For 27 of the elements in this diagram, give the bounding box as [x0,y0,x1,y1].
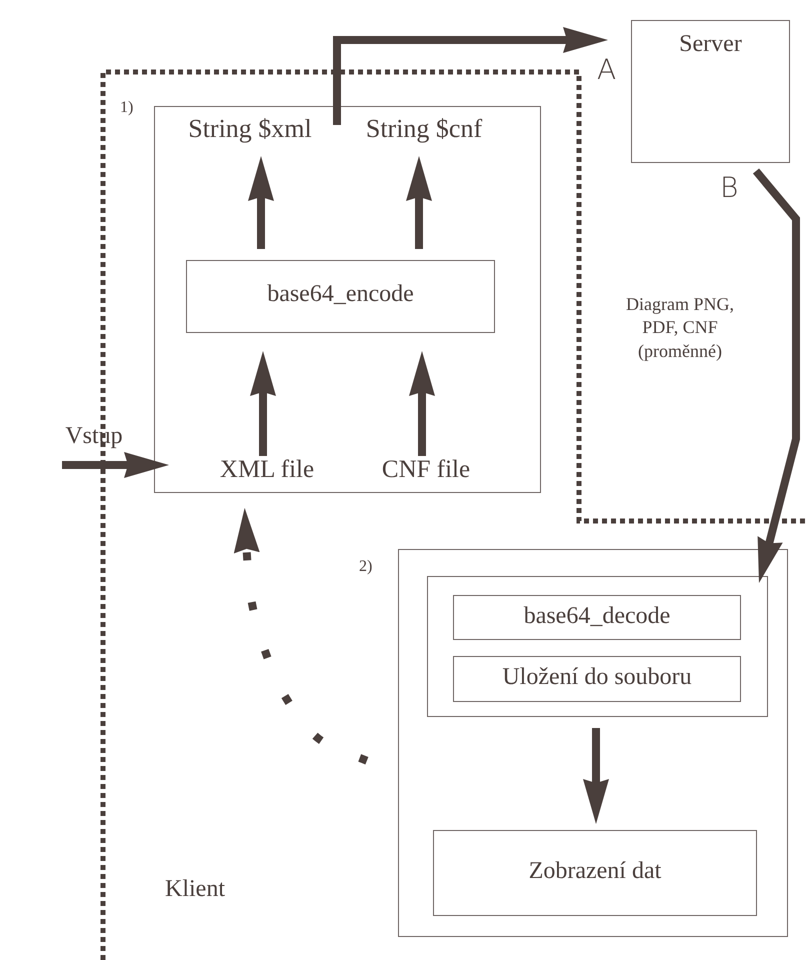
arrow [752,168,800,583]
box-label: Server [678,30,743,58]
arrow [333,27,608,125]
process-box [186,260,495,333]
port-label: B [720,171,738,204]
port-label: A [597,53,616,86]
section-number: 1) [120,99,134,117]
arrow [406,156,432,249]
text-label: CNF file [380,456,472,484]
process-box [453,656,741,702]
arrow [250,351,276,456]
text-label: XML file [218,456,316,484]
arrow [248,156,274,249]
process-box [433,830,757,916]
box-label: Zobrazení dat [528,857,662,885]
group-box [427,576,768,717]
box-label: base64_encode [266,280,415,308]
arrow [62,452,169,478]
section-number: 2) [359,558,372,576]
arrow [409,351,435,456]
arrow [583,728,609,824]
text-label: String $xml [187,114,313,144]
text-label: String $cnf [364,114,484,144]
box-label: Uložení do souboru [501,663,693,691]
process-box [453,595,741,640]
region-label: Klient [165,876,225,903]
box-label: base64_decode [522,602,672,630]
